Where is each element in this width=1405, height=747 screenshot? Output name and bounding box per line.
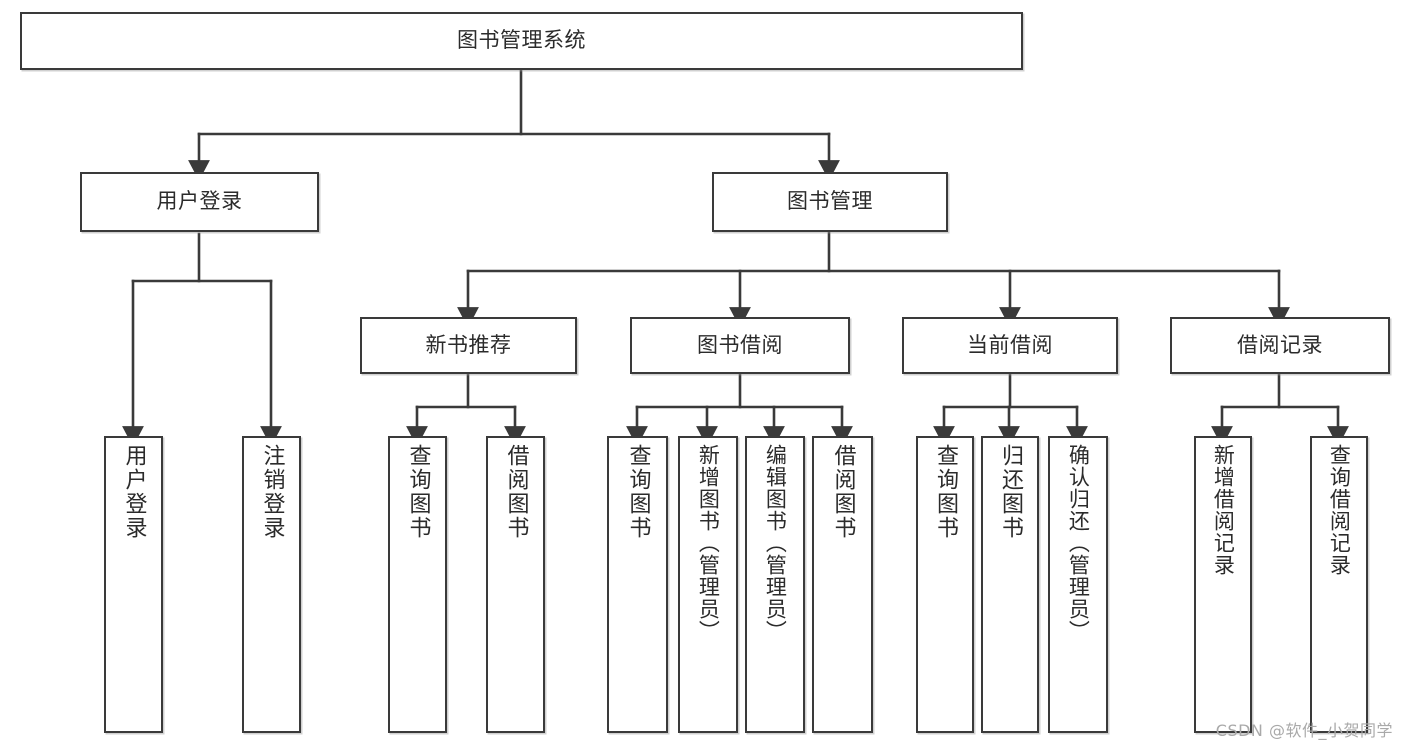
leaf-edit-book-admin-label: 编辑图书（管理员） (763, 444, 788, 642)
leaf-query-borrow-record-label: 查询借阅记录 (1327, 444, 1352, 576)
leaf-add-book-admin[interactable]: 新增图书（管理员） (678, 436, 738, 733)
leaf-query-book-rec-label: 查询图书 (405, 444, 431, 540)
leaf-confirm-return-admin[interactable]: 确认归还（管理员） (1048, 436, 1108, 733)
leaf-add-borrow-record-label: 新增借阅记录 (1211, 444, 1236, 576)
node-borrow-record[interactable]: 借阅记录 (1170, 317, 1390, 374)
node-book-management-label: 图书管理 (787, 189, 873, 214)
leaf-query-book-rec[interactable]: 查询图书 (388, 436, 447, 733)
leaf-borrow-book-rec-label: 借阅图书 (503, 444, 529, 540)
node-current-borrow-label: 当前借阅 (967, 332, 1053, 357)
node-root[interactable]: 图书管理系统 (20, 12, 1023, 70)
leaf-query-book-borrow-label: 查询图书 (625, 444, 651, 540)
leaf-logout-login[interactable]: 注销登录 (242, 436, 301, 733)
watermark: CSDN @软件_小贺同学 (1215, 721, 1393, 740)
leaf-confirm-return-admin-label: 确认归还（管理员） (1066, 444, 1091, 642)
leaf-return-book[interactable]: 归还图书 (981, 436, 1039, 733)
node-borrow-record-label: 借阅记录 (1237, 332, 1323, 357)
leaf-add-book-admin-label: 新增图书（管理员） (696, 444, 721, 642)
node-book-management[interactable]: 图书管理 (712, 172, 948, 232)
node-new-book-recommend-label: 新书推荐 (425, 332, 512, 357)
leaf-borrow-book-label: 借阅图书 (830, 444, 856, 540)
leaf-query-borrow-record[interactable]: 查询借阅记录 (1310, 436, 1368, 733)
leaf-user-login-label: 用户登录 (121, 444, 147, 540)
leaf-return-book-label: 归还图书 (997, 444, 1023, 540)
node-book-borrow-label: 图书借阅 (697, 332, 783, 357)
leaf-logout-login-label: 注销登录 (259, 444, 285, 540)
leaf-query-book-borrow[interactable]: 查询图书 (607, 436, 668, 733)
node-new-book-recommend[interactable]: 新书推荐 (360, 317, 577, 374)
node-user-login[interactable]: 用户登录 (80, 172, 319, 232)
node-book-borrow[interactable]: 图书借阅 (630, 317, 850, 374)
leaf-add-borrow-record[interactable]: 新增借阅记录 (1194, 436, 1252, 733)
leaf-query-book-current[interactable]: 查询图书 (916, 436, 974, 733)
node-user-login-label: 用户登录 (156, 189, 243, 214)
leaf-query-book-current-label: 查询图书 (932, 444, 958, 540)
leaf-edit-book-admin[interactable]: 编辑图书（管理员） (745, 436, 805, 733)
node-current-borrow[interactable]: 当前借阅 (902, 317, 1118, 374)
node-root-label: 图书管理系统 (457, 28, 586, 53)
leaf-user-login[interactable]: 用户登录 (104, 436, 163, 733)
leaf-borrow-book[interactable]: 借阅图书 (812, 436, 873, 733)
leaf-borrow-book-rec[interactable]: 借阅图书 (486, 436, 545, 733)
